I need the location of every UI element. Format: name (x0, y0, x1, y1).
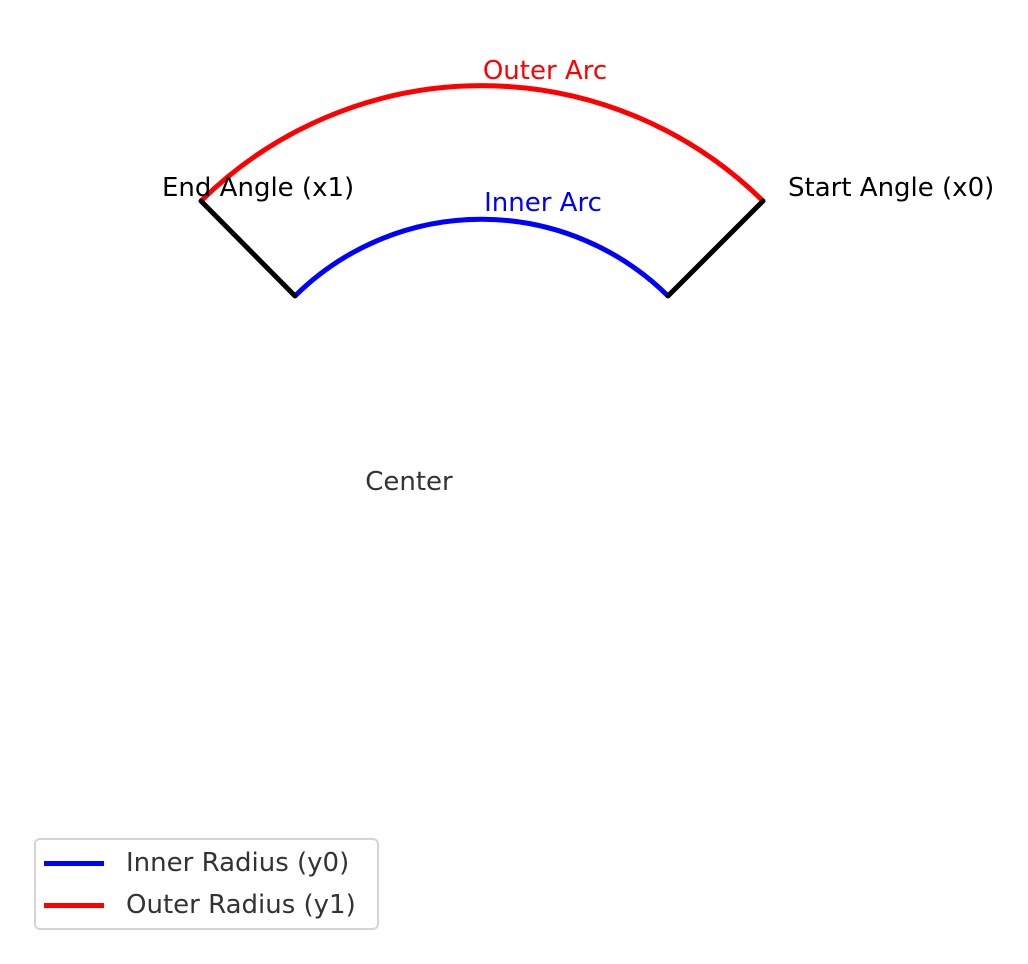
inner-arc-label: Inner Arc (484, 188, 602, 218)
legend-label-outer-radius: Outer Radius (y1) (126, 890, 356, 920)
outer-radius-swatch (44, 902, 104, 908)
inner-radius-swatch (44, 860, 104, 866)
start-angle-edge (665, 198, 766, 299)
legend-label-inner-radius: Inner Radius (y0) (126, 848, 350, 878)
legend-item-outer-radius: Outer Radius (y1) (44, 890, 356, 920)
center-label: Center (365, 467, 453, 497)
end-angle-label: End Angle (x1) (162, 173, 354, 203)
start-angle-label: Start Angle (x0) (788, 173, 994, 203)
outer-arc-label: Outer Arc (483, 56, 607, 86)
legend-item-inner-radius: Inner Radius (y0) (44, 848, 349, 878)
inner-arc (293, 216, 670, 298)
legend: Inner Radius (y0) Outer Radius (y1) (34, 838, 379, 930)
outer-arc (199, 83, 765, 203)
end-angle-edge (198, 198, 298, 299)
